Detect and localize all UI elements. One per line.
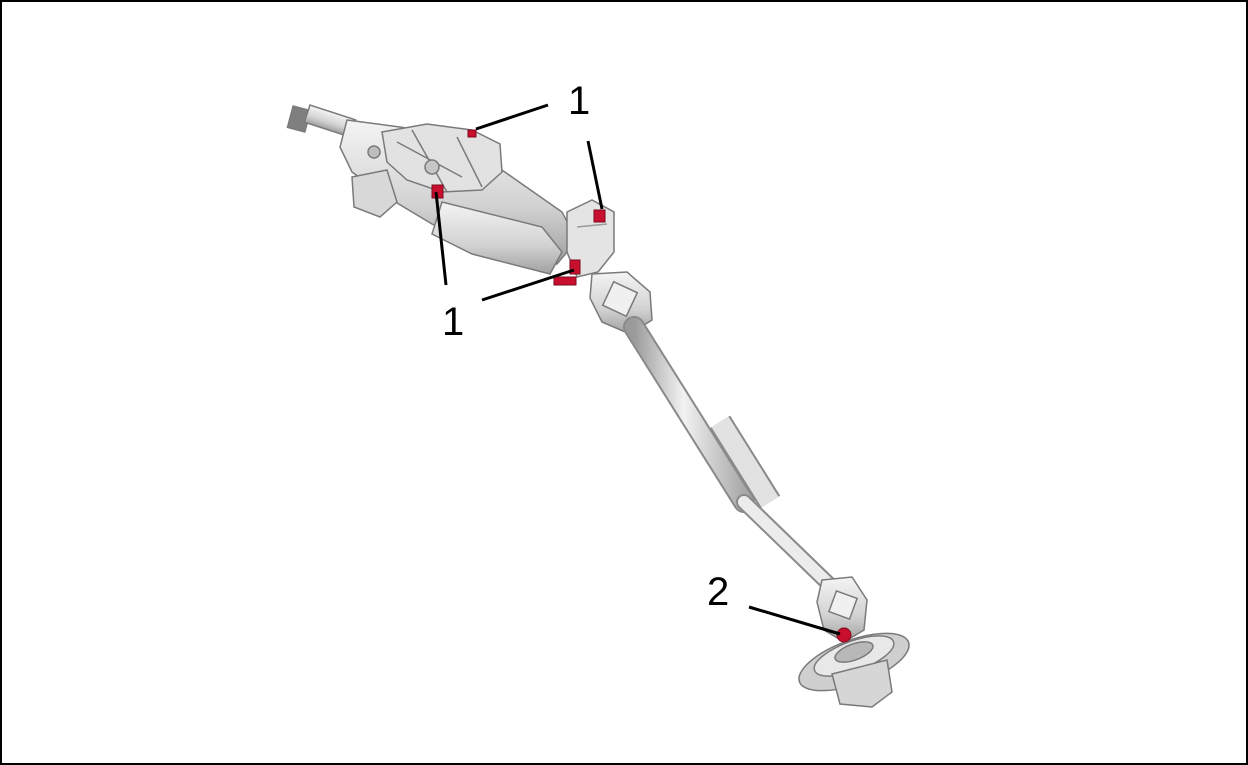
bolt-icon xyxy=(569,259,581,275)
bolt-icon xyxy=(593,209,606,223)
column-tube xyxy=(431,201,563,275)
housing-boss xyxy=(367,145,381,159)
intermediate-shaft xyxy=(623,316,845,600)
bolt-icon xyxy=(553,276,577,286)
leader-line-top xyxy=(475,103,549,131)
fasteners xyxy=(431,129,852,643)
callout-label-yoke: 2 xyxy=(707,570,729,614)
dust-seal-flange xyxy=(798,632,910,708)
leader-line-lower xyxy=(481,268,575,302)
steering-column-assembly xyxy=(286,104,578,275)
leader-line-mid-left xyxy=(434,191,448,286)
housing-boss xyxy=(424,159,440,175)
lower-left-bracket xyxy=(351,169,398,218)
lower-universal-joint xyxy=(816,576,868,643)
leader-line-yoke xyxy=(748,605,841,636)
bolt-icon xyxy=(467,129,477,138)
callout-label-mid-left: 1 xyxy=(442,300,464,344)
leader-line-bracket xyxy=(586,140,604,210)
callout-label-top: 1 xyxy=(568,79,590,123)
bolt-icon xyxy=(836,627,852,643)
leader-lines xyxy=(434,103,841,636)
tilt-bracket xyxy=(381,123,503,193)
housing-detail-line xyxy=(456,136,483,188)
